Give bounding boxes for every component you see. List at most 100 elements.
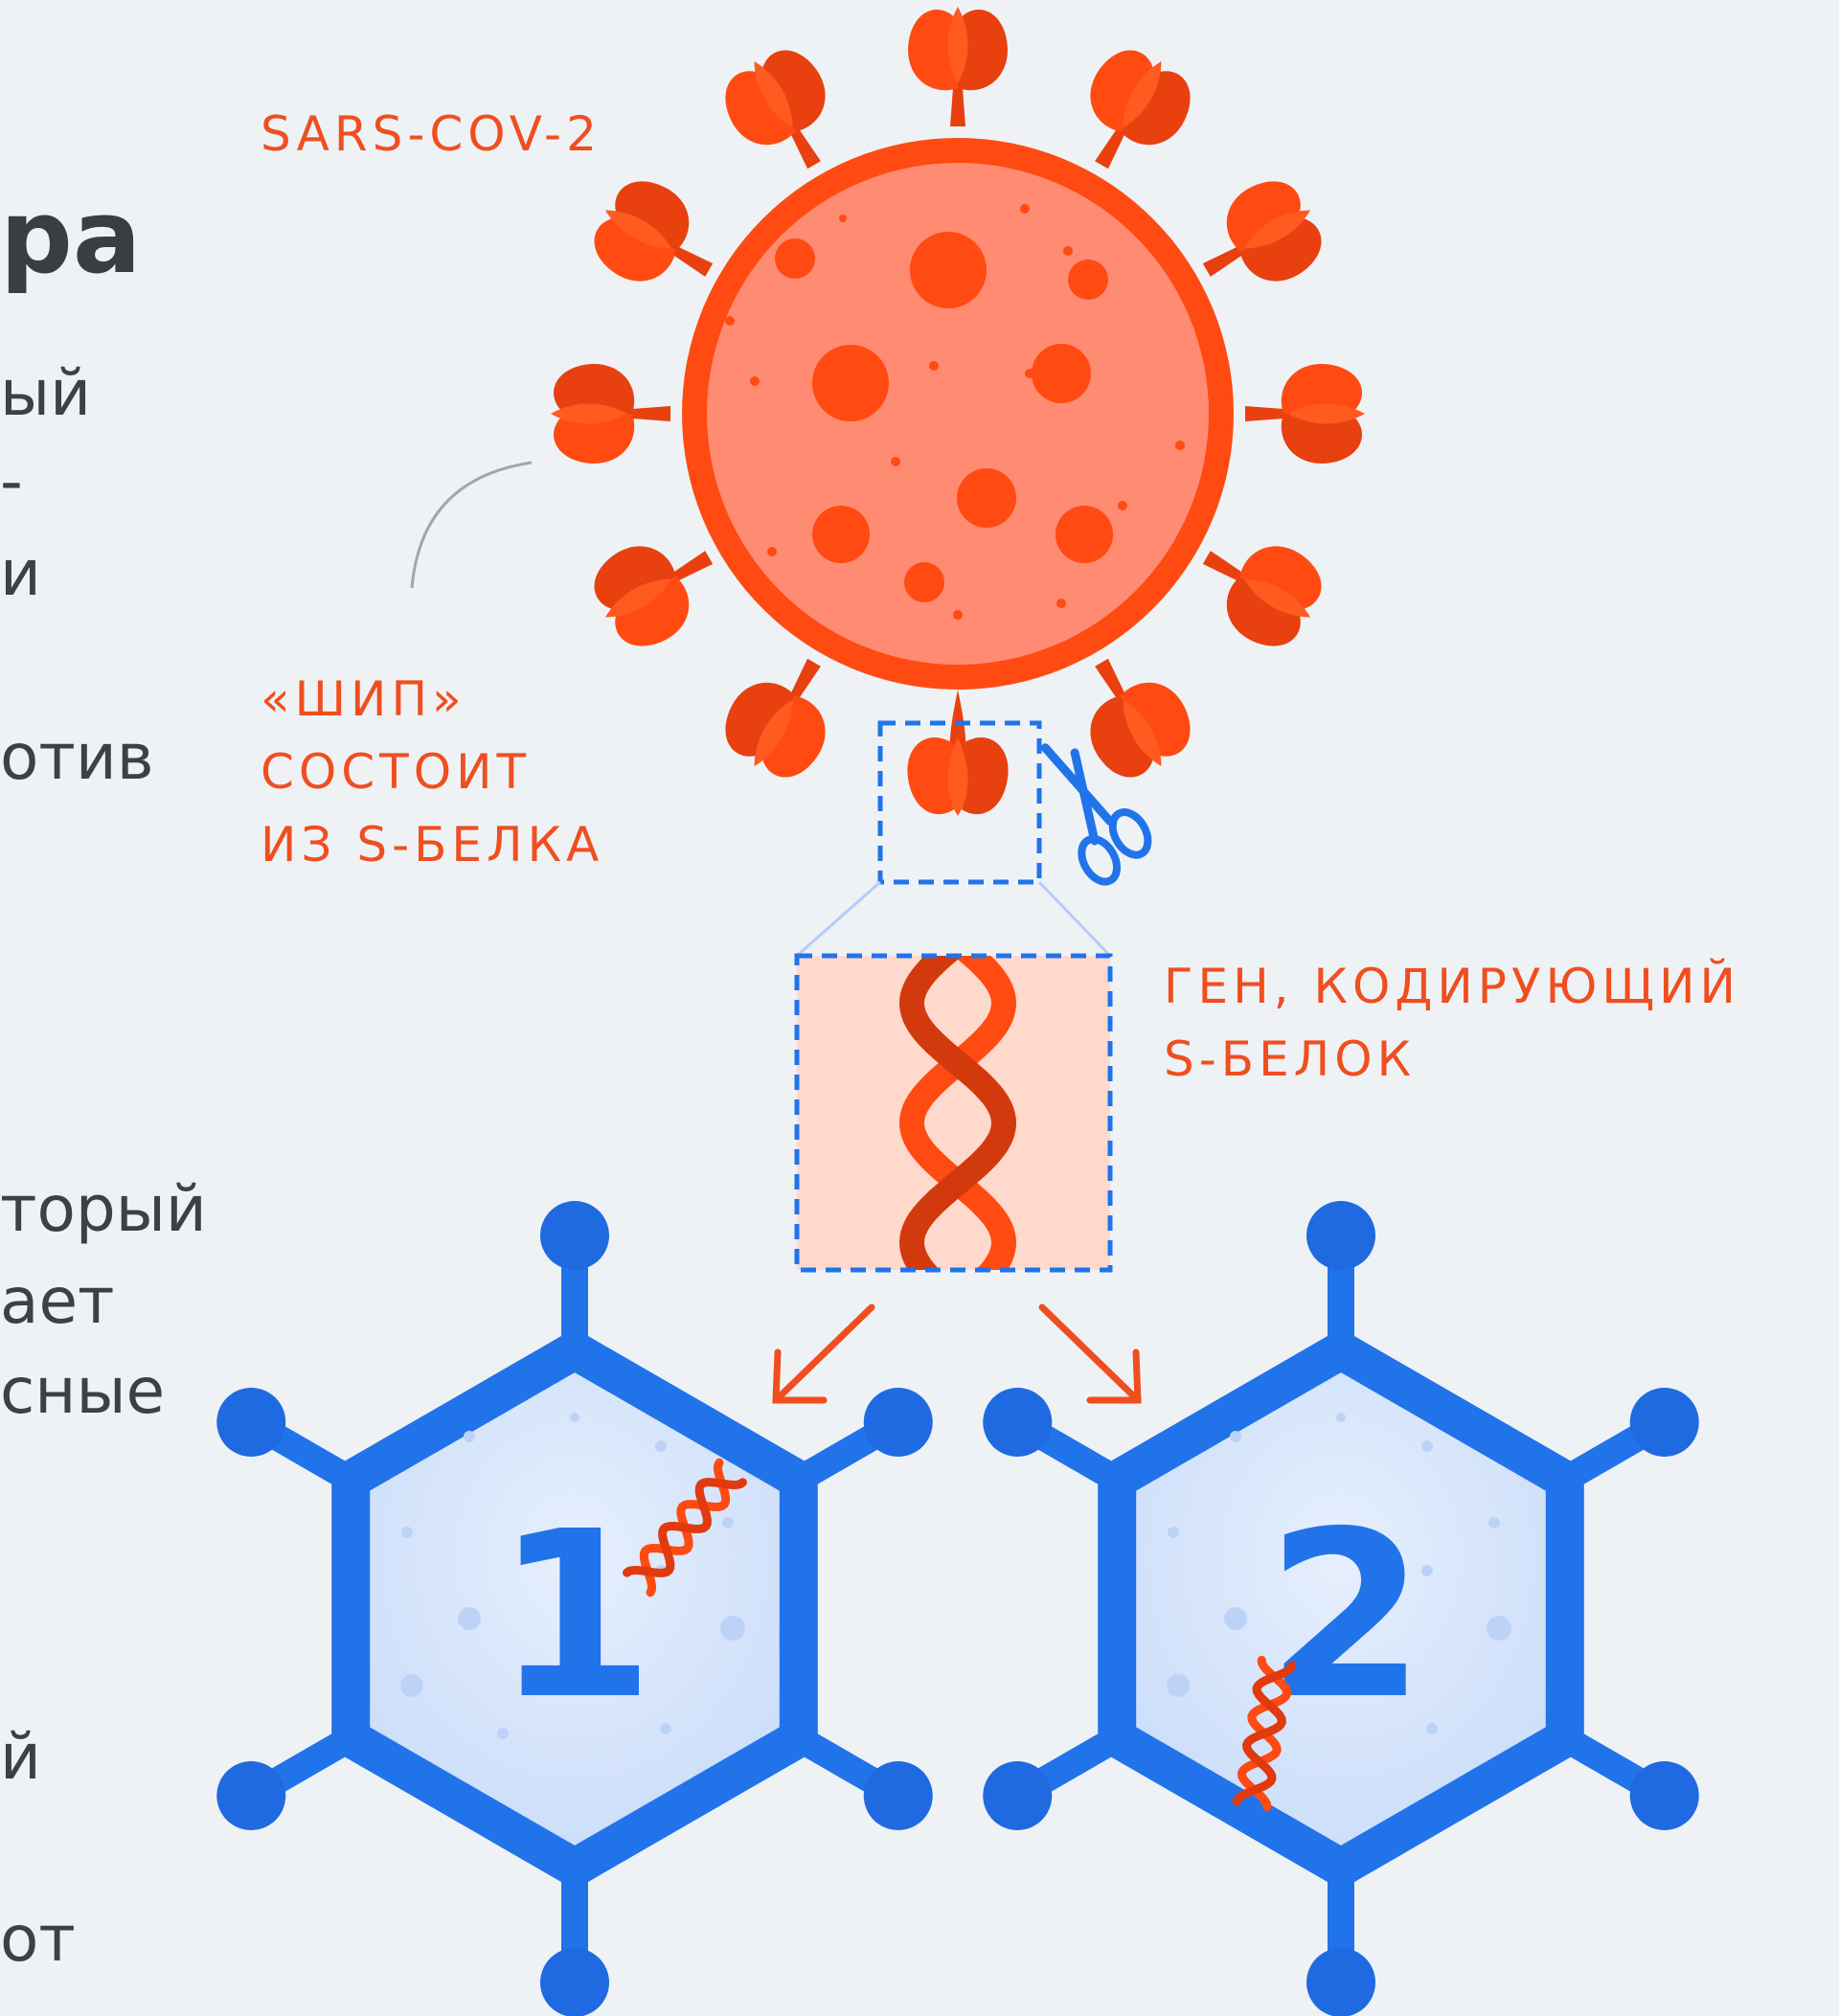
vector-hexagon [1098, 1331, 1584, 1887]
vector-knob [1306, 1201, 1375, 1270]
vector-speck [1168, 1527, 1179, 1538]
virus-dot [953, 610, 963, 620]
virus-spikes [551, 7, 1365, 778]
virus-dot [1175, 441, 1185, 450]
vector-speck [1421, 1565, 1433, 1576]
text-fragment-1: ый [0, 356, 92, 430]
vector-2 [983, 1201, 1699, 2016]
vector-speck [1230, 1431, 1241, 1442]
arrow-to-vector-2 [1038, 1303, 1142, 1404]
vector-knob [983, 1388, 1053, 1457]
vector-speck [1487, 1616, 1511, 1641]
virus-dot [910, 232, 987, 308]
callout-line [410, 461, 533, 589]
scissors-icon [1040, 743, 1152, 886]
virus-spike [725, 50, 826, 170]
virus-spike [725, 658, 826, 778]
virus-dot [891, 457, 900, 466]
virus-dot [1020, 204, 1030, 214]
cut-spike [907, 690, 1009, 816]
vector-hexagon [331, 1331, 818, 1887]
vector-knob [863, 1388, 933, 1457]
virus-dot [1032, 344, 1091, 403]
virus-spike [1202, 546, 1322, 646]
virus-dot [957, 468, 1016, 528]
virus-dot [812, 506, 870, 563]
vector-knob [540, 1948, 609, 2016]
gene-label-line-2: S-БЕЛОК [1164, 1031, 1417, 1087]
virus-spike [551, 364, 670, 464]
text-fragment-4: отив [0, 720, 154, 794]
vector-speck [655, 1440, 667, 1452]
vector-speck [1488, 1517, 1500, 1529]
virus-dot [929, 361, 939, 371]
virus-spike [594, 546, 714, 646]
virus-dot [839, 215, 847, 222]
vector-knob [216, 1388, 286, 1457]
vector-knob [983, 1761, 1053, 1830]
vector-1 [216, 1201, 933, 2016]
vector-speck [458, 1607, 481, 1630]
virus-spike [1090, 50, 1191, 170]
virus-spike [1245, 364, 1365, 464]
gene-double-helix [898, 956, 1017, 1270]
vector-speck [464, 1431, 475, 1442]
text-fragment-3: и [0, 536, 41, 610]
vector-speck [720, 1616, 745, 1641]
vector-speck [1167, 1674, 1190, 1697]
virus-dot [1056, 599, 1066, 608]
zoom-line-left [796, 880, 881, 958]
virus-dot [1068, 260, 1108, 300]
arrow-to-vector-1 [772, 1303, 875, 1404]
virus-dot [750, 376, 760, 386]
vector-knob [1629, 1388, 1699, 1457]
dna-fragment-vector-2 [1232, 1655, 1297, 1812]
vector-speck [1336, 1413, 1346, 1422]
virus-dots [725, 204, 1185, 620]
virus-body [682, 138, 1234, 690]
vector-speck [722, 1517, 734, 1529]
gene-box-border [794, 953, 1113, 1273]
text-fragment-7: сные [0, 1354, 166, 1428]
text-fragment-9: от [0, 1902, 76, 1976]
vector-knob [540, 1201, 609, 1270]
text-fragment-5: торый [0, 1172, 207, 1246]
virus-spike [594, 181, 714, 282]
vector-speck [1421, 1440, 1433, 1452]
vector-knob [863, 1761, 933, 1830]
virus-dot [775, 238, 815, 279]
text-fragment-8: й [0, 1720, 41, 1794]
spike-label-line-3: ИЗ S-БЕЛКА [261, 817, 604, 872]
spike-label-line-2: СОСТОИТ [261, 744, 532, 800]
spike-selection-box [877, 720, 1042, 885]
vector-speck [660, 1723, 671, 1734]
vector-knob [1306, 1948, 1375, 2016]
text-fragment-2: - [0, 444, 23, 518]
virus-dot [1118, 501, 1127, 510]
vector-speck [1426, 1723, 1438, 1734]
vector-speck [1224, 1607, 1247, 1630]
vector-speck [497, 1728, 509, 1739]
zoom-line-right [1037, 880, 1112, 958]
virus-dot [1063, 246, 1073, 256]
virus-spike [1090, 658, 1191, 778]
heading-fragment: ра [0, 178, 142, 296]
text-fragment-6: ает [0, 1264, 115, 1338]
virus-dot [1025, 369, 1034, 378]
virus-label: SARS-COV-2 [261, 106, 602, 162]
vector-speck [401, 1527, 413, 1538]
vector-number-2: 2 [1266, 1482, 1426, 1750]
virus-spike [1202, 181, 1322, 282]
vector-knob [216, 1761, 286, 1830]
dna-fragment-vector-1 [623, 1458, 747, 1597]
virus-spike [908, 7, 1008, 126]
vector-speck [400, 1674, 423, 1697]
gene-label-line-1: ГЕН, КОДИРУЮЩИЙ [1164, 959, 1740, 1014]
gene-box [797, 956, 1110, 1270]
spike-label-line-1: «ШИП» [261, 671, 466, 727]
vector-speck [570, 1413, 579, 1422]
vector-knob [1629, 1761, 1699, 1830]
vector-number-1: 1 [495, 1482, 655, 1750]
virus-dot [1056, 506, 1113, 563]
